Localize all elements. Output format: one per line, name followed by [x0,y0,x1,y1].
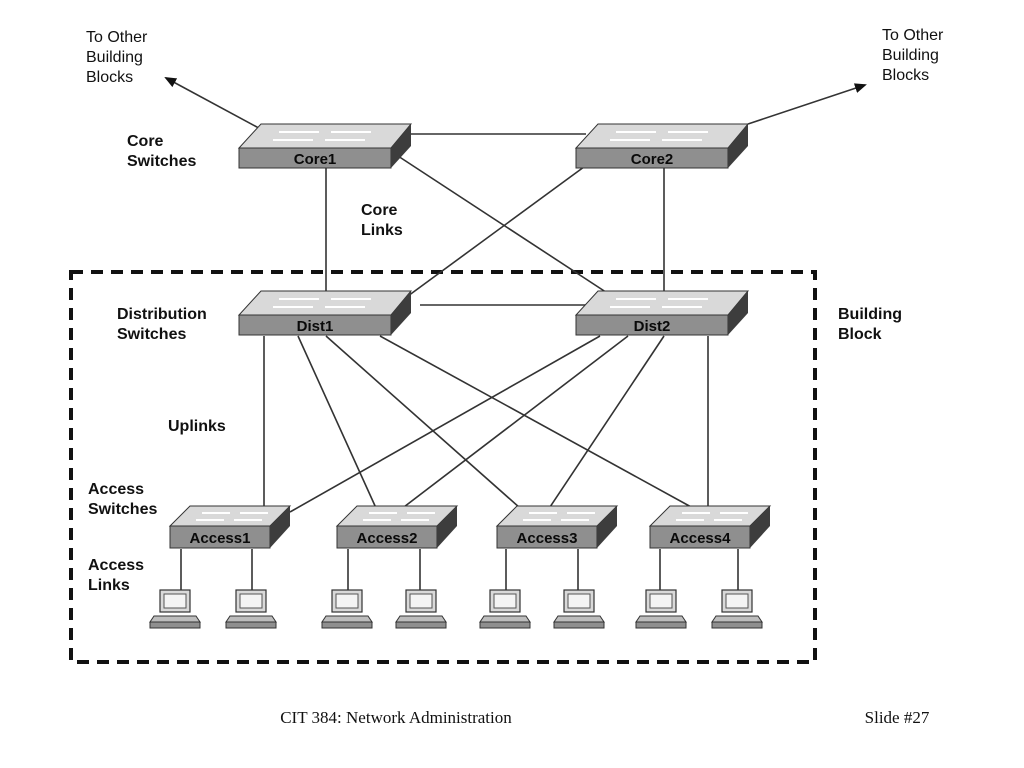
switch-label: Dist2 [634,318,671,335]
label-to-other-left: To Other Building Blocks [86,29,152,86]
core-links [325,133,665,306]
uplink-dist1-access4 [379,335,694,509]
arrow-to-other-left [164,77,269,134]
switch-label: Access1 [190,530,251,547]
workstation-icon [321,589,373,629]
footer-course-title: CIT 384: Network Administration [280,708,512,727]
label-distribution-switches: Distribution Switches [117,306,211,343]
label-access-links: Access Links [88,557,149,594]
uplink-dist2-access1 [289,335,601,513]
workstation-icon [479,589,531,629]
uplinks [263,335,709,513]
switch-label: Access3 [517,530,578,547]
uplink-dist1-access2 [297,335,377,509]
workstations [149,589,763,629]
label-core-switches: Core Switches [127,133,196,170]
switch-dist2: Dist2 [574,290,750,336]
switch-label: Access4 [670,530,732,547]
link-core2-dist1 [407,163,589,297]
workstation-icon [553,589,605,629]
workstation-icon [149,589,201,629]
uplink-dist2-access2 [399,335,629,511]
workstation-icon [395,589,447,629]
label-access-switches: Access Switches [88,481,157,518]
label-core-links: Core Links [361,202,403,239]
switch-access1: Access1 [168,505,292,549]
switch-label: Core2 [631,151,674,168]
uplink-dist1-access3 [325,335,521,509]
label-to-other-right: To Other Building Blocks [882,27,948,84]
switch-access2: Access2 [335,505,459,549]
link-core1-dist2 [397,155,619,301]
switch-access4: Access4 [648,505,772,549]
switch-dist1: Dist1 [237,290,413,336]
switch-label: Access2 [357,530,418,547]
switch-label: Core1 [294,151,337,168]
switch-core2: Core2 [574,123,750,169]
label-building-block: Building Block [838,306,906,343]
switch-access3: Access3 [495,505,619,549]
access-links [180,549,739,592]
label-uplinks: Uplinks [168,418,226,435]
arrow-to-other-right [747,83,867,125]
workstation-icon [225,589,277,629]
switch-label: Dist1 [297,318,334,335]
switch-core1: Core1 [237,123,413,169]
building-block-border [69,270,817,664]
workstation-icon [711,589,763,629]
footer-slide-number: Slide #27 [865,708,930,727]
workstation-icon [635,589,687,629]
uplink-dist2-access3 [547,335,665,511]
